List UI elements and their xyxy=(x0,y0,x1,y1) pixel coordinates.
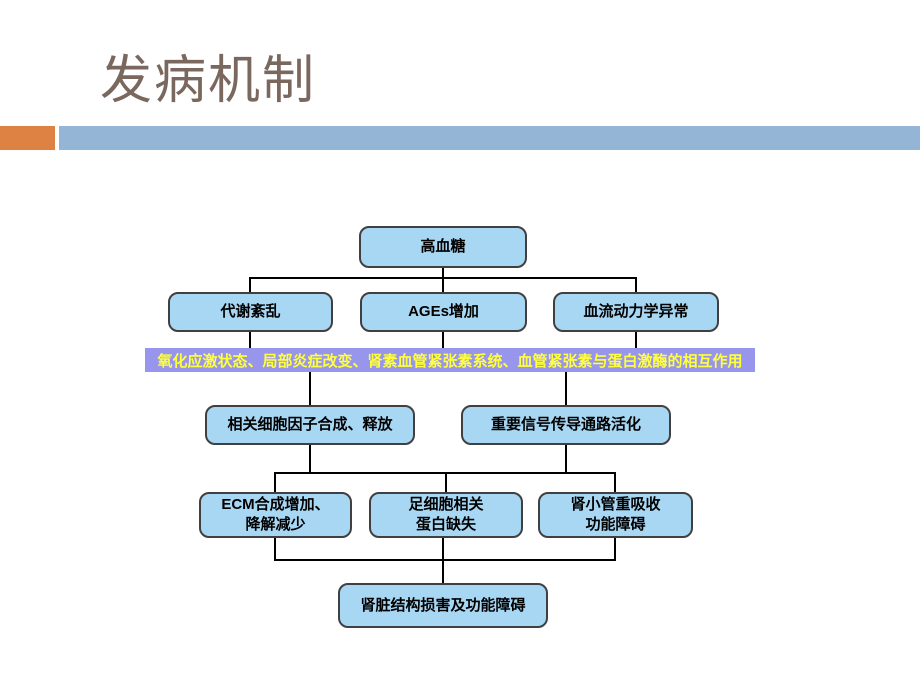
connector xyxy=(442,268,444,278)
connector xyxy=(442,277,444,292)
node-podocyte: 足细胞相关 蛋白缺失 xyxy=(369,492,523,538)
node-outcome: 肾脏结构损害及功能障碍 xyxy=(338,583,548,628)
node-cytokine-synthesis: 相关细胞因子合成、释放 xyxy=(205,405,415,445)
connector xyxy=(635,332,637,348)
connector xyxy=(614,472,616,492)
connector xyxy=(445,472,447,492)
connector xyxy=(249,277,251,292)
node-signal-pathway: 重要信号传导通路活化 xyxy=(461,405,671,445)
node-ages-increase: AGEs增加 xyxy=(360,292,527,332)
node-tubule: 肾小管重吸收 功能障碍 xyxy=(538,492,693,538)
node-ecm: ECM合成增加、 降解减少 xyxy=(199,492,352,538)
connector xyxy=(442,538,444,583)
connector xyxy=(309,372,311,405)
connector xyxy=(274,538,276,561)
connector xyxy=(565,445,567,474)
connector xyxy=(442,332,444,348)
connector xyxy=(614,538,616,561)
connector xyxy=(309,445,311,474)
connector xyxy=(565,372,567,405)
node-hyperglycemia: 高血糖 xyxy=(359,226,527,268)
mechanism-banner: 氧化应激状态、局部炎症改变、肾素血管紧张素系统、血管紧张素与蛋白激酶的相互作用 xyxy=(145,348,755,372)
connector xyxy=(249,332,251,348)
connector xyxy=(274,472,276,492)
accent-bar-blue xyxy=(59,126,920,150)
node-metabolic-disorder: 代谢紊乱 xyxy=(168,292,333,332)
connector xyxy=(635,277,637,292)
connector xyxy=(274,559,616,561)
accent-bar-orange xyxy=(0,126,55,150)
node-hemodynamic-abnormality: 血流动力学异常 xyxy=(553,292,719,332)
slide-title: 发病机制 xyxy=(100,52,317,110)
